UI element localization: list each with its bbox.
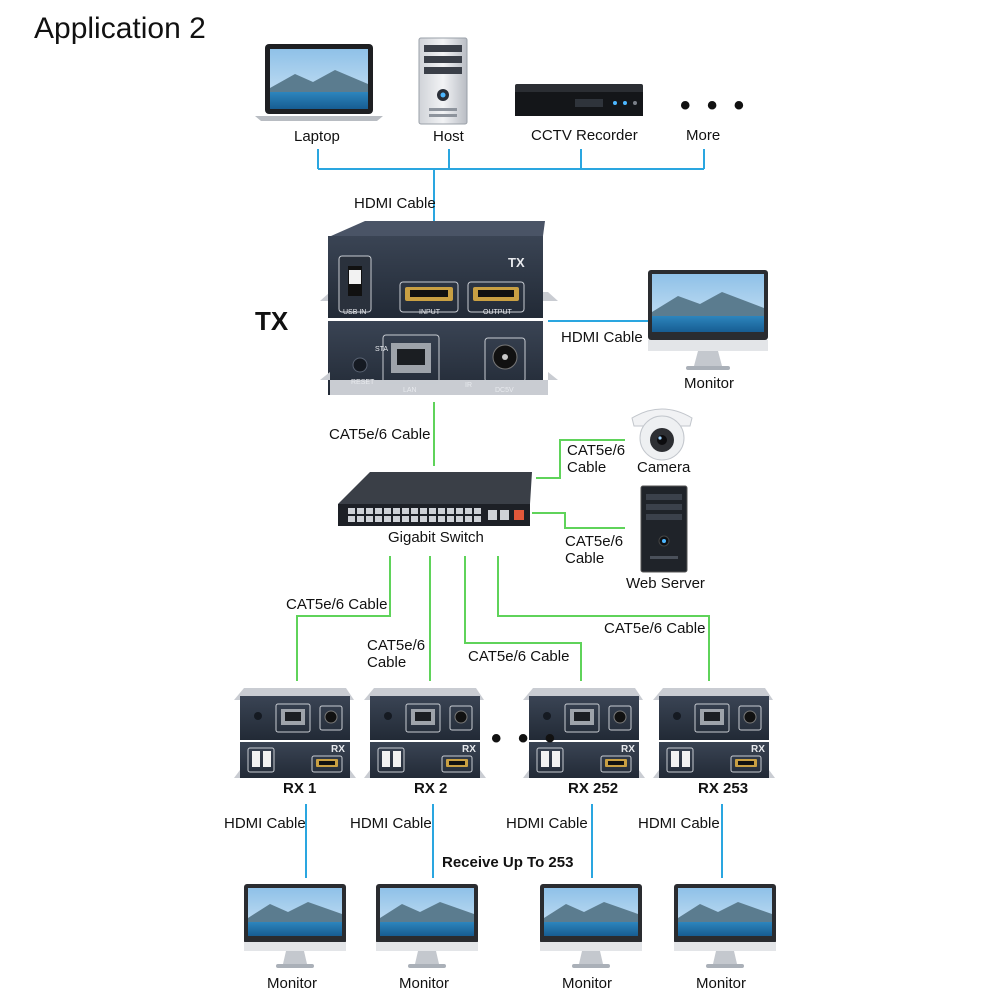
bottom-monitor-label-4: Monitor [696,975,747,992]
laptop-label: Laptop [294,128,340,145]
bottom-monitor-image-1 [244,884,346,968]
rx1-label: RX 1 [283,780,317,797]
cat-cable-label-server-2: Cable [565,550,605,567]
host-tower-image [418,37,468,125]
hdmi-cable-label-rx252: HDMI Cable [506,815,588,832]
bottom-monitor-label-1: Monitor [267,975,318,992]
rx252-panel-label: RX [621,744,635,755]
cctv-recorder-image [515,84,643,116]
rx2-panel-label: RX [462,744,476,755]
camera-label: Camera [637,459,691,476]
page-title: Application 2 [34,12,206,45]
hdmi-line-sources [317,149,705,170]
hdmi-cable-label-monitor: HDMI Cable [561,329,643,346]
rx1-panel-label: RX [331,744,345,755]
tx-sta-label: STA [375,346,389,353]
camera-image [631,408,693,461]
cat-cable-label-rx252: CAT5e/6 Cable [468,648,570,665]
gigabit-switch-label: Gigabit Switch [388,529,484,546]
hdmi-cable-label-top: HDMI Cable [354,195,436,212]
hdmi-lines [305,149,723,878]
tx-lan-label: LAN [403,387,417,394]
cat-line-server [532,512,625,529]
rx253-label: RX 253 [698,780,749,797]
bottom-monitor-image-3 [540,884,642,968]
rx-unit-image-1 [234,688,356,778]
web-server-label: Web Server [626,575,705,592]
tx-unit-image [320,221,558,395]
rx252-label: RX 252 [568,780,619,797]
more-dots-icon: • • • [680,89,749,122]
more-label: More [686,127,721,144]
cat-cable-label-camera-2: Cable [567,459,607,476]
rx-unit-image-4 [653,688,775,778]
bottom-monitor-image-4 [674,884,776,968]
cat-cable-label-rx1: CAT5e/6 Cable [286,596,388,613]
tx-ir-label: IR [465,382,472,389]
cat-cable-label-rx2-2: Cable [367,654,407,671]
tx-output-label: OUTPUT [483,309,512,316]
cat-cable-label-server-1: CAT5e/6 [565,533,624,550]
tx-label: TX [255,306,289,336]
cat-line-rx1 [296,556,391,681]
tx-dc5v-label: DC5V [495,387,514,394]
hdmi-cable-label-rx2: HDMI Cable [350,815,432,832]
cat-line-rx253 [497,556,710,681]
rx253-panel-label: RX [751,744,765,755]
host-label: Host [433,128,464,145]
rx-unit-image-3 [523,688,645,778]
bottom-monitor-label-2: Monitor [399,975,450,992]
cat-lines [296,402,710,681]
hdmi-cable-label-rx253: HDMI Cable [638,815,720,832]
cat-cable-label-tx-switch: CAT5e/6 Cable [329,426,431,443]
laptop-image [255,44,383,121]
tx-monitor-image [648,270,768,370]
rx2-label: RX 2 [414,780,448,797]
bottom-monitors-layer [244,884,776,968]
tx-usb-in-label: USB IN [343,309,367,316]
bottom-monitor-image-2 [376,884,478,968]
web-server-image [640,485,688,573]
tx-input-label: INPUT [419,309,440,316]
rx-unit-image-2 [364,688,486,778]
cat-cable-label-rx2-1: CAT5e/6 [367,637,426,654]
cat-cable-label-rx253: CAT5e/6 Cable [604,620,706,637]
gigabit-switch-image [338,472,532,526]
rx-more-dots-icon: • • • [491,722,560,755]
switch-ports [348,508,509,522]
cctv-recorder-label: CCTV Recorder [531,127,638,144]
tx-monitor-label: Monitor [684,375,735,392]
receive-note: Receive Up To 253 [442,854,574,871]
hdmi-cable-label-rx1: HDMI Cable [224,815,306,832]
rx-units-layer [234,688,775,778]
tx-panel-label: TX [508,255,525,270]
cat-line-rx252 [464,556,582,681]
cat-line-camera [536,439,625,479]
bottom-monitor-label-3: Monitor [562,975,613,992]
cat-cable-label-camera-1: CAT5e/6 [567,442,626,459]
tx-reset-label: RESET [351,379,375,386]
